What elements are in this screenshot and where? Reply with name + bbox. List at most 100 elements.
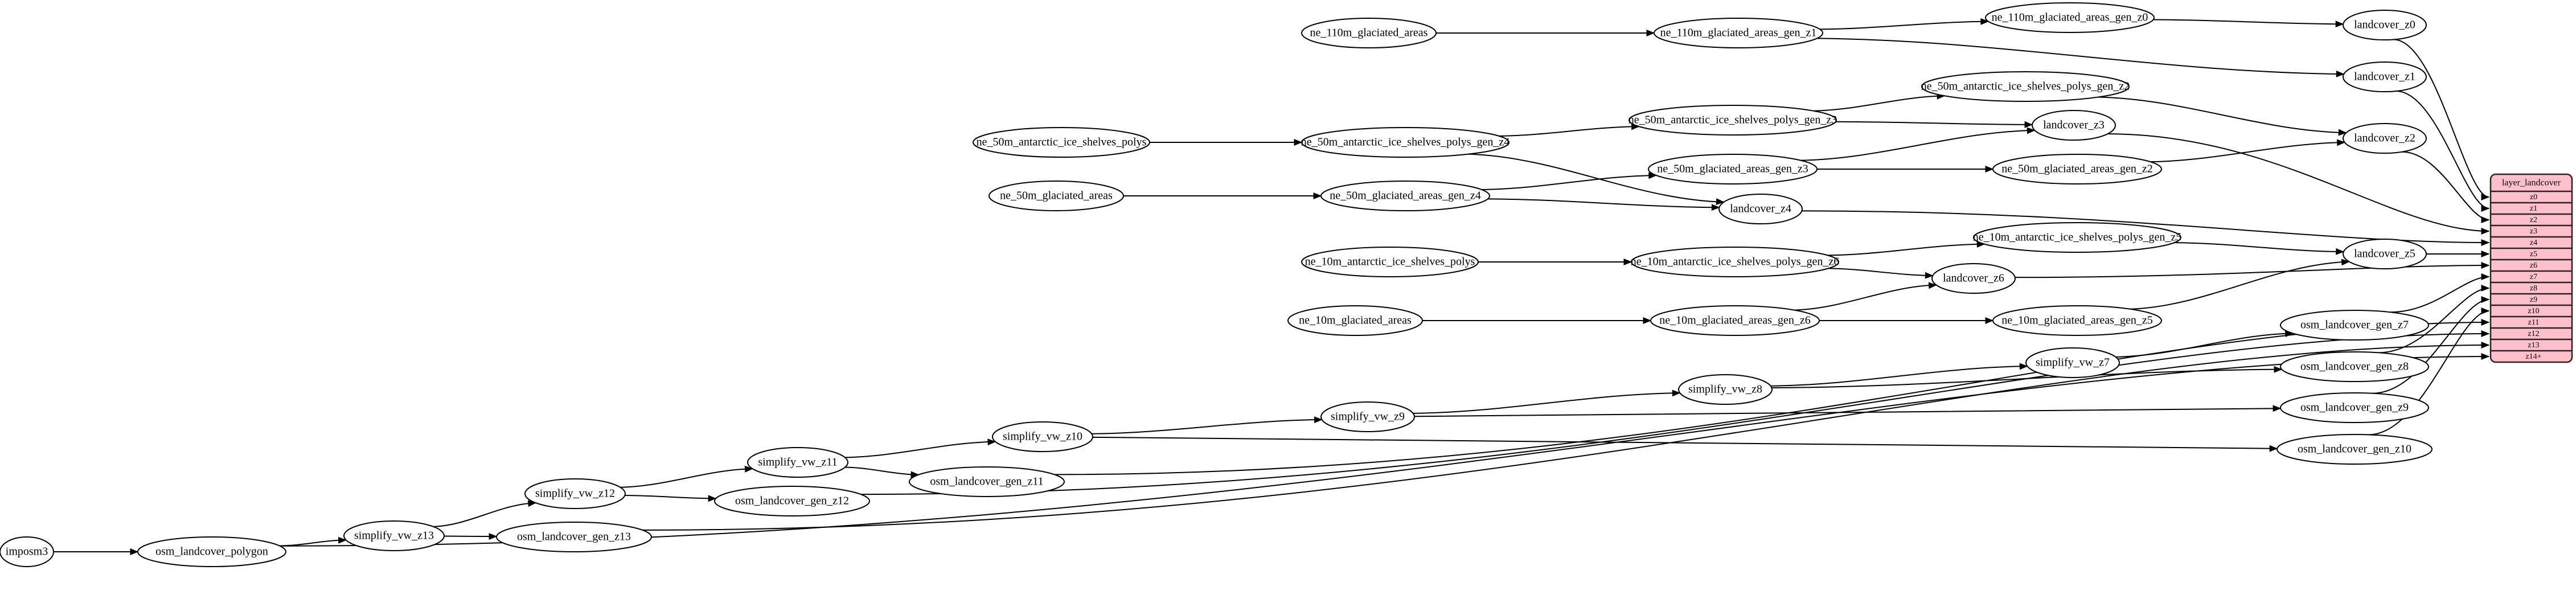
edge-arrowhead xyxy=(2481,194,2490,200)
graph-node-ne_110m_glaciated_areas_gen_z0[interactable]: ne_110m_glaciated_areas_gen_z0 xyxy=(1985,2,2155,33)
record-row-z9[interactable]: z9 xyxy=(2530,296,2537,304)
node-ellipse xyxy=(1718,194,1803,224)
graph-node-simplify_vw_z11[interactable]: simplify_vw_z11 xyxy=(747,447,848,478)
graph-node-ne_50m_glaciated_areas[interactable]: ne_50m_glaciated_areas xyxy=(988,181,1124,211)
node-label: landcover_z4 xyxy=(1730,203,1791,215)
record-row-z2[interactable]: z2 xyxy=(2530,216,2537,224)
record-row-z4[interactable]: z4 xyxy=(2530,239,2537,247)
graph-node-ne_10m_glaciated_areas_gen_z6[interactable]: ne_10m_glaciated_areas_gen_z6 xyxy=(1650,305,1820,336)
graph-node-osm_landcover_gen_z11[interactable]: osm_landcover_gen_z11 xyxy=(909,466,1065,497)
node-ellipse xyxy=(747,447,848,478)
graph-node-osm_landcover_gen_z10[interactable]: osm_landcover_gen_z10 xyxy=(2276,434,2433,465)
graph-node-landcover_z5[interactable]: landcover_z5 xyxy=(2343,239,2427,269)
node-label: osm_landcover_gen_z9 xyxy=(2300,401,2409,414)
record-row-z10[interactable]: z10 xyxy=(2528,307,2539,315)
graph-node-simplify_vw_z8[interactable]: simplify_vw_z8 xyxy=(1678,374,1773,405)
graph-edge-osm_landcover_gen_z9--to--layer_landcover-z9 xyxy=(2372,299,2489,394)
graph-node-ne_50m_antarctic_ice_shelves_polys_gen_z4[interactable]: ne_50m_antarctic_ice_shelves_polys_gen_z… xyxy=(1301,127,1510,158)
graph-node-ne_50m_glaciated_areas_gen_z2[interactable]: ne_50m_glaciated_areas_gen_z2 xyxy=(1992,154,2162,184)
graph-node-landcover_z6[interactable]: landcover_z6 xyxy=(1931,263,2016,294)
graph-node-ne_10m_glaciated_areas_gen_z5[interactable]: ne_10m_glaciated_areas_gen_z5 xyxy=(1992,305,2162,336)
node-ellipse xyxy=(1921,71,2130,102)
node-ellipse xyxy=(714,486,870,516)
graph-node-ne_10m_glaciated_areas[interactable]: ne_10m_glaciated_areas xyxy=(1287,305,1423,336)
record-row-z14+[interactable]: z14+ xyxy=(2525,352,2541,361)
node-ellipse xyxy=(0,536,54,567)
graph-node-osm_landcover_gen_z7[interactable]: osm_landcover_gen_z7 xyxy=(2280,310,2429,341)
graph-node-ne_10m_antarctic_ice_shelves_polys[interactable]: ne_10m_antarctic_ice_shelves_polys xyxy=(1301,247,1479,277)
node-ellipse xyxy=(2032,110,2116,141)
graph-node-osm_landcover_gen_z9[interactable]: osm_landcover_gen_z9 xyxy=(2280,392,2429,423)
record-row-z7[interactable]: z7 xyxy=(2530,273,2537,281)
graph-node-ne_10m_antarctic_ice_shelves_polys_gen_z5[interactable]: ne_10m_antarctic_ice_shelves_polys_gen_z… xyxy=(1973,222,2182,253)
graph-node-landcover_z3[interactable]: landcover_z3 xyxy=(2032,110,2116,141)
node-label: osm_landcover_polygon xyxy=(155,546,268,558)
record-row-z5[interactable]: z5 xyxy=(2530,250,2537,259)
node-label: ne_50m_glaciated_areas_gen_z4 xyxy=(1330,190,1480,202)
graph-node-landcover_z0[interactable]: landcover_z0 xyxy=(2343,10,2427,40)
record-row-z12[interactable]: z12 xyxy=(2528,330,2539,338)
record-header: layer_landcover xyxy=(2502,178,2561,188)
record-row-z13[interactable]: z13 xyxy=(2528,341,2539,350)
node-ellipse xyxy=(973,127,1150,158)
graph-node-ne_50m_antarctic_ice_shelves_polys_gen_z2[interactable]: ne_50m_antarctic_ice_shelves_polys_gen_z… xyxy=(1921,71,2130,102)
edge-arrowhead xyxy=(1643,317,1652,324)
record-row-z0[interactable]: z0 xyxy=(2530,193,2537,202)
node-ellipse xyxy=(1654,18,1823,48)
graph-node-landcover_z4[interactable]: landcover_z4 xyxy=(1718,194,1803,224)
graph-edge-ne_50m_antarctic_ice_shelves_polys_gen_z3--to--ne_50m_antarctic_ice_shelves_polys_gen_z2 xyxy=(1813,95,1945,112)
graph-node-osm_landcover_gen_z13[interactable]: osm_landcover_gen_z13 xyxy=(496,522,652,552)
graph-edge-ne_110m_glaciated_areas_gen_z0--to--landcover_z0 xyxy=(2153,19,2344,25)
graph-node-ne_50m_glaciated_areas_gen_z3[interactable]: ne_50m_glaciated_areas_gen_z3 xyxy=(1648,154,1818,184)
node-label: landcover_z5 xyxy=(2354,248,2415,260)
graph-node-imposm3[interactable]: imposm3 xyxy=(0,536,54,567)
record-node-layer-landcover[interactable]: layer_landcover z0 z1 z2 z3 z4 z5 z6 z7 z8 z9 z10 z1… xyxy=(2489,173,2573,363)
graph-edge-simplify_vw_z10--to--simplify_vw_z9 xyxy=(1092,419,1322,434)
graph-node-ne_10m_antarctic_ice_shelves_polys_gen_z6[interactable]: ne_10m_antarctic_ice_shelves_polys_gen_z… xyxy=(1631,247,1840,277)
edge-arrowhead xyxy=(2338,129,2347,136)
edge-arrowhead xyxy=(2481,307,2490,314)
node-label: ne_10m_antarctic_ice_shelves_polys_gen_z… xyxy=(1631,256,1840,268)
node-label: osm_landcover_gen_z10 xyxy=(2298,443,2411,456)
graph-node-landcover_z2[interactable]: landcover_z2 xyxy=(2343,123,2427,154)
node-ellipse xyxy=(2025,347,2120,378)
edge-arrowhead xyxy=(1623,259,1632,265)
graph-node-simplify_vw_z9[interactable]: simplify_vw_z9 xyxy=(1320,401,1415,432)
record-row-z1[interactable]: z1 xyxy=(2530,204,2537,213)
graph-node-simplify_vw_z13[interactable]: simplify_vw_z13 xyxy=(343,520,445,551)
graph-node-osm_landcover_gen_z8[interactable]: osm_landcover_gen_z8 xyxy=(2280,351,2429,382)
edge-arrowhead xyxy=(2481,273,2490,280)
node-label: ne_50m_antarctic_ice_shelves_polys_gen_z… xyxy=(1629,114,1837,126)
record-row-z3[interactable]: z3 xyxy=(2530,227,2537,236)
graph-node-simplify_vw_z12[interactable]: simplify_vw_z12 xyxy=(524,478,626,509)
node-ellipse xyxy=(2343,239,2427,269)
node-ellipse xyxy=(2280,392,2429,423)
graph-node-ne_50m_glaciated_areas_gen_z4[interactable]: ne_50m_glaciated_areas_gen_z4 xyxy=(1320,181,1490,211)
graph-edge-ne_10m_antarctic_ice_shelves_polys_gen_z6--to--landcover_z6 xyxy=(1828,268,1933,277)
node-ellipse xyxy=(1650,305,1820,336)
edge-arrowhead xyxy=(2337,139,2346,146)
graph-edge-ne_50m_antarctic_ice_shelves_polys_gen_z2--to--landcover_z2 xyxy=(2098,96,2347,134)
node-label: simplify_vw_z9 xyxy=(1331,411,1405,423)
graph-edge-osm_landcover_gen_z7--to--layer_landcover-z7 xyxy=(2390,276,2489,313)
edge-arrowhead xyxy=(2027,127,2036,134)
edge-arrowhead xyxy=(2481,228,2490,235)
graph-node-osm_landcover_gen_z12[interactable]: osm_landcover_gen_z12 xyxy=(714,486,870,516)
edge-arrowhead xyxy=(1985,166,1994,173)
graph-node-ne_50m_antarctic_ice_shelves_polys_gen_z3[interactable]: ne_50m_antarctic_ice_shelves_polys_gen_z… xyxy=(1629,105,1837,136)
graph-node-ne_50m_antarctic_ice_shelves_polys[interactable]: ne_50m_antarctic_ice_shelves_polys xyxy=(973,127,1150,158)
record-row-z8[interactable]: z8 xyxy=(2530,284,2537,293)
edge-arrowhead xyxy=(2481,251,2490,257)
graph-node-ne_110m_glaciated_areas[interactable]: ne_110m_glaciated_areas xyxy=(1301,18,1437,48)
edge-arrowhead xyxy=(1313,192,1322,199)
graph-node-landcover_z1[interactable]: landcover_z1 xyxy=(2343,61,2427,92)
node-ellipse xyxy=(2280,351,2429,382)
record-row-z11[interactable]: z11 xyxy=(2528,318,2540,327)
edge-arrowhead xyxy=(489,533,498,540)
graph-node-ne_110m_glaciated_areas_gen_z1[interactable]: ne_110m_glaciated_areas_gen_z1 xyxy=(1654,18,1823,48)
graph-node-osm_landcover_polygon[interactable]: osm_landcover_polygon xyxy=(137,536,286,567)
record-row-z6[interactable]: z6 xyxy=(2530,261,2537,270)
graph-node-simplify_vw_z7[interactable]: simplify_vw_z7 xyxy=(2025,347,2120,378)
graph-node-simplify_vw_z10[interactable]: simplify_vw_z10 xyxy=(992,421,1093,452)
node-label: simplify_vw_z10 xyxy=(1003,430,1082,443)
